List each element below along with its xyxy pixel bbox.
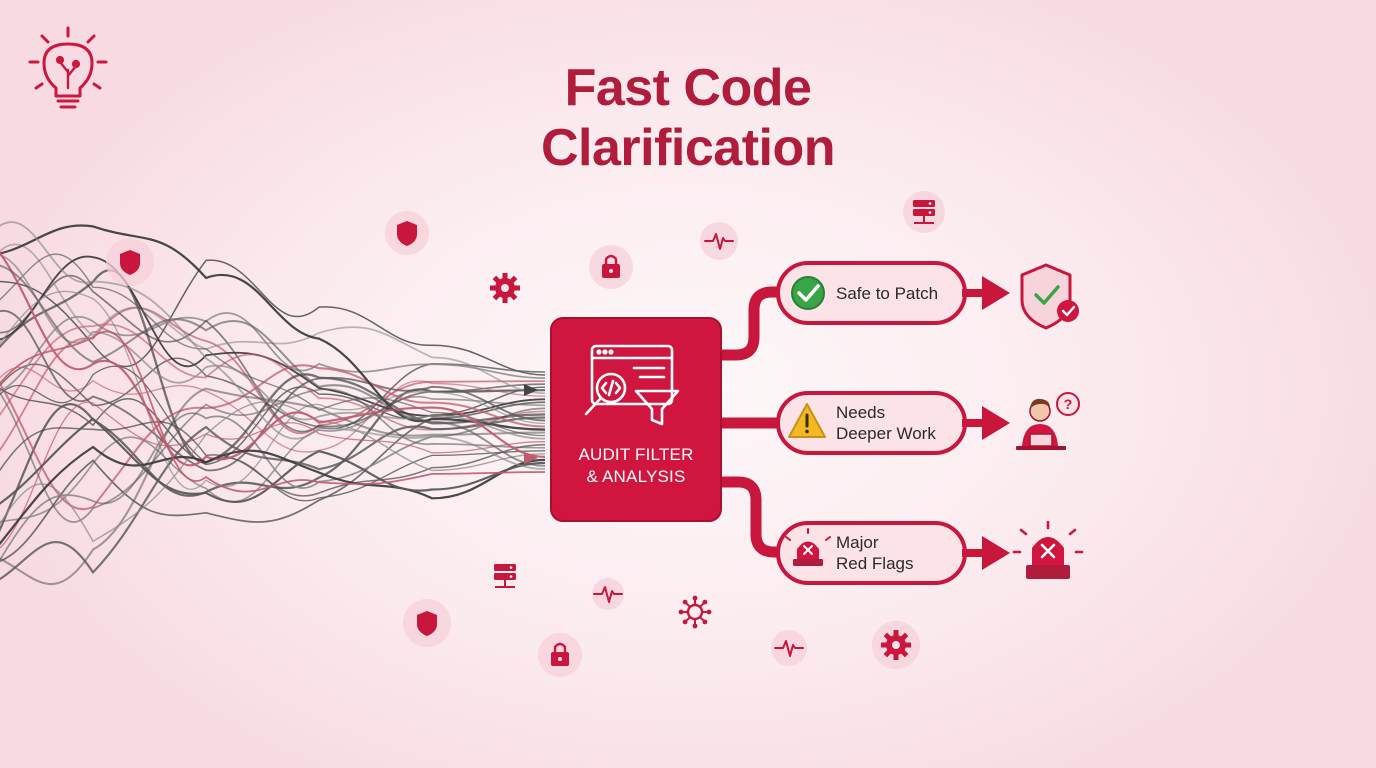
code-browser-icon	[584, 344, 680, 426]
shield-icon	[403, 599, 451, 647]
alarm-icon	[785, 528, 831, 566]
outcome-warning-label-line1: Needs	[836, 403, 886, 422]
hub-label: AUDIT FILTER & ANALYSIS	[551, 444, 721, 488]
code-strand	[0, 330, 546, 493]
server-icon	[903, 191, 945, 233]
check-icon	[791, 276, 825, 310]
code-strand	[0, 401, 546, 549]
page-title-line1: Fast Code	[564, 59, 812, 117]
code-strand	[0, 387, 546, 586]
warning-icon	[788, 403, 826, 438]
shield-icon	[385, 211, 429, 255]
code-strand	[0, 264, 546, 467]
page-title: Fast Code Clarification	[478, 58, 898, 178]
code-strand	[0, 269, 546, 464]
code-strand	[0, 401, 546, 543]
pill-arrows	[962, 276, 1010, 570]
gear-icon	[490, 273, 520, 303]
outcome-warning-label-line2: Deeper Work	[836, 424, 936, 443]
code-strand	[0, 259, 546, 376]
outcome-warning-label: Needs Deeper Work	[836, 402, 936, 444]
audit-filter-hub	[550, 317, 722, 522]
lightbulb-icon	[28, 26, 108, 109]
code-strand	[0, 366, 546, 453]
hub-label-line1: AUDIT FILTER	[578, 445, 694, 464]
heartbeat-icon	[592, 578, 624, 610]
outcome-safe-label-line1: Safe to Patch	[836, 284, 939, 303]
code-strand	[0, 254, 546, 440]
siren-icon	[1012, 520, 1084, 579]
code-strand	[0, 253, 546, 437]
code-strand	[0, 364, 546, 511]
strand-arrowheads	[524, 384, 538, 464]
shield-check-icon	[1020, 263, 1079, 330]
code-strand	[0, 224, 546, 431]
code-strand	[0, 417, 546, 505]
code-strand	[0, 251, 546, 467]
developer-question-icon: ?	[1016, 392, 1080, 450]
code-strand	[0, 221, 546, 470]
lock-icon	[589, 245, 633, 289]
outcome-danger-label-line2: Red Flags	[836, 554, 914, 573]
lock-icon	[538, 633, 582, 677]
code-strand	[0, 312, 546, 392]
code-strand	[0, 309, 546, 472]
code-strand	[0, 243, 546, 395]
code-strand	[0, 306, 546, 452]
gear-icon	[872, 621, 920, 669]
tangled-code-strands	[0, 221, 546, 586]
server-icon	[494, 564, 516, 588]
outcome-danger-label-line1: Major	[836, 533, 879, 552]
code-strand	[0, 396, 546, 523]
svg-text:?: ?	[1064, 396, 1073, 412]
shield-icon	[106, 238, 154, 286]
page-title-line2: Clarification	[541, 119, 836, 177]
heartbeat-icon	[700, 222, 738, 260]
code-strand	[0, 421, 546, 497]
code-strand	[0, 388, 546, 523]
outcome-danger-pill	[776, 521, 967, 585]
outcome-safe-label: Safe to Patch	[836, 283, 938, 304]
floating-decor	[106, 191, 945, 677]
code-strand	[0, 445, 546, 546]
code-strand	[0, 416, 546, 581]
virus-icon	[678, 595, 712, 629]
heartbeat-icon	[771, 630, 807, 666]
code-strand	[0, 290, 546, 490]
outcome-danger-label: Major Red Flags	[836, 532, 913, 574]
hub-label-line2: & ANALYSIS	[586, 467, 686, 486]
branch-connectors	[710, 286, 790, 558]
